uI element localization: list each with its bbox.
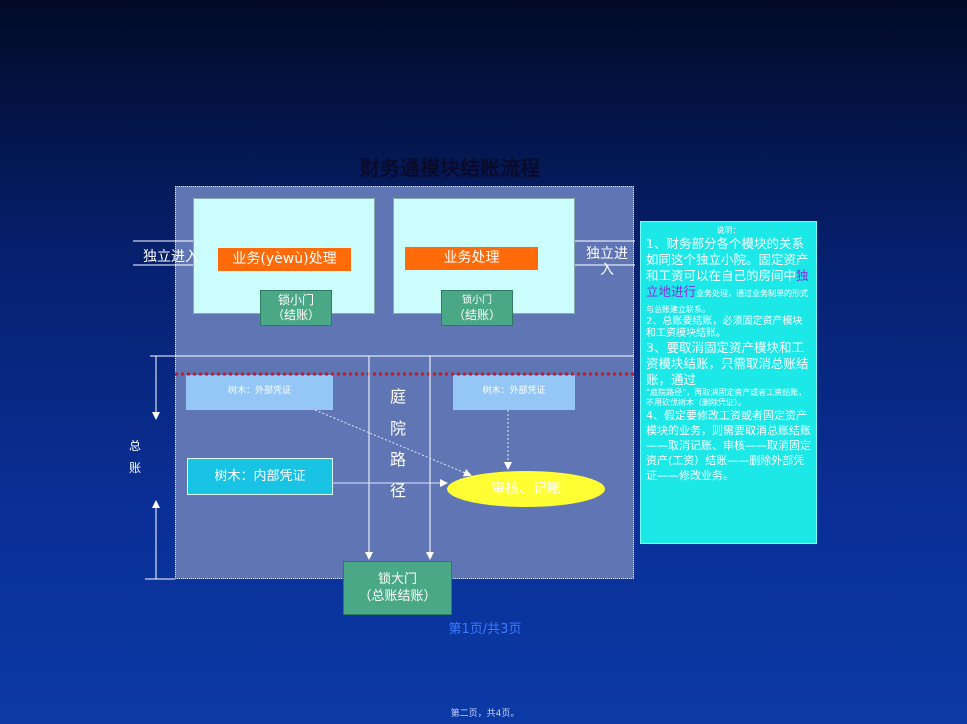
lock-small-gate-left-line2: （结账） bbox=[271, 308, 320, 322]
lock-big-gate-line1: 锁大门 bbox=[377, 572, 417, 587]
explanation-note: 说明： 1、财务部分各个模块的关系如同这个独立小院。固定资产和工资可以在自己的房… bbox=[640, 221, 817, 544]
lock-big-gate-line2: （总账结账） bbox=[358, 589, 437, 604]
right-entry-line2: 入 bbox=[600, 262, 614, 278]
arrow-external-left-to-audit bbox=[314, 409, 472, 477]
note-paragraph-1: 1、财务部分各个模块的关系如同这个独立小院。固定资产和工资可以在自己的房间中独立… bbox=[646, 236, 811, 316]
note-p1-highlight: 独立地进行 bbox=[646, 268, 809, 299]
lock-big-gate: 锁大门 （总账结账） bbox=[343, 561, 452, 615]
note-p1-small: 业务处理，通过业务制单的形式与总账建立联系。 bbox=[646, 289, 809, 314]
footer-text: 第二页，共4页。 bbox=[450, 709, 520, 719]
path-char-3: 路 bbox=[389, 450, 406, 469]
lock-small-gate-left: 锁小门 （结账） bbox=[260, 290, 332, 326]
ledger-label-2: 账 bbox=[129, 461, 142, 475]
tree-external-voucher-right: 树木：外部凭证 bbox=[453, 375, 575, 410]
lock-small-gate-right: 锁小门 （结账） bbox=[441, 290, 513, 326]
note-paragraph-2: 2、总账要结账，必须固定资产模块和工资模块结账。 bbox=[646, 316, 803, 339]
path-char-1: 庭 bbox=[389, 387, 406, 406]
path-char-2: 院 bbox=[389, 419, 406, 438]
left-entry-label: 独立进入 bbox=[143, 249, 199, 265]
note-p1-text: 1、财务部分各个模块的关系如同这个独立小院。固定资产和工资可以在自己的房间中 bbox=[646, 236, 809, 283]
ledger-label-1: 总 bbox=[129, 439, 142, 453]
audit-posting-ellipse: 审核、记账 bbox=[447, 471, 605, 507]
note-heading: 说明： bbox=[716, 226, 741, 235]
lock-small-gate-left-line1: 锁小门 bbox=[277, 293, 314, 307]
note-paragraph-4: 4、假定要修改工资或者固定资产模块的业务，则需要取消总账结账——取消记账、审核—… bbox=[646, 409, 811, 482]
note-paragraph-3: 3、要取消固定资产模块和工资模块结账，只需取消总账结账，通过 bbox=[646, 340, 809, 387]
tree-external-voucher-left: 树木：外部凭证 bbox=[186, 375, 333, 410]
page-number: 第1页/共3页 bbox=[448, 622, 522, 637]
right-entry-label: 独立进 入 bbox=[583, 246, 631, 278]
page-title: 财务通模块结账流程 bbox=[360, 156, 540, 180]
business-process-left: 业务(yèwù)处理 bbox=[218, 248, 351, 271]
tree-internal-voucher: 树木：内部凭证 bbox=[187, 458, 333, 495]
lock-small-gate-right-line1: 锁小门 bbox=[462, 295, 492, 306]
path-char-4: 径 bbox=[389, 481, 406, 500]
note-paragraph-3-small: “庭院路径”，再取消固定资产或者工资结账，不用砍伐树木（删除凭证）。 bbox=[646, 388, 807, 407]
lock-small-gate-right-line2: （结账） bbox=[452, 308, 501, 322]
right-entry-line1: 独立进 bbox=[586, 246, 628, 262]
business-process-right: 业务处理 bbox=[405, 247, 538, 270]
